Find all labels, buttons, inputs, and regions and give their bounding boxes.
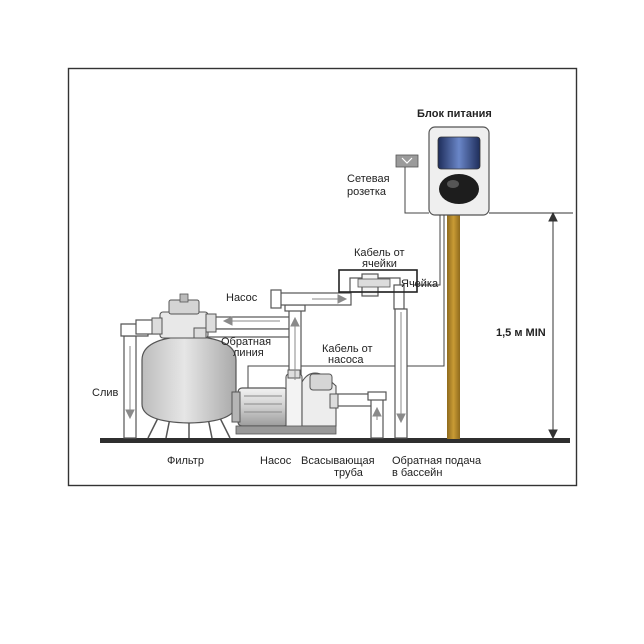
mounting-post [447, 213, 460, 439]
label-socket-1: Сетевая [347, 173, 390, 185]
height-marker [489, 211, 573, 440]
label-cell: Ячейка [401, 278, 439, 290]
label-pump-cable-1: Кабель от [322, 343, 373, 355]
label-power-block: Блок питания [417, 108, 492, 120]
label-socket-2: розетка [347, 186, 387, 198]
label-suction-1: Всасывающая [301, 455, 375, 467]
label-cell-cable-1: Кабель от [354, 247, 405, 259]
ground-line [100, 438, 570, 443]
label-height: 1,5 м MIN [496, 327, 546, 339]
pump-cable [247, 215, 445, 388]
label-drain: Слив [92, 387, 119, 399]
diagram-frame [67, 67, 578, 487]
label-filter: Фильтр [167, 455, 204, 467]
pump [231, 369, 339, 435]
label-return-feed-2: в бассейн [392, 467, 442, 479]
label-return-feed-1: Обратная подача [392, 455, 482, 467]
chlorinator-cell [338, 269, 418, 293]
label-suction-2: труба [334, 467, 364, 479]
label-return-line-1: Обратная [221, 336, 271, 348]
power-supply-unit [428, 126, 490, 216]
flow-arrows [125, 294, 406, 424]
label-pump-bottom: Насос [260, 455, 292, 467]
label-pump-cable-2: насоса [328, 354, 364, 366]
label-pump-top: Насос [226, 292, 258, 304]
power-socket [395, 154, 419, 168]
label-return-line-2: линия [233, 347, 264, 359]
sand-filter [141, 293, 237, 439]
label-cell-cable-2: ячейки [362, 258, 397, 270]
socket-cable [404, 167, 429, 214]
cell-cable [414, 215, 441, 286]
